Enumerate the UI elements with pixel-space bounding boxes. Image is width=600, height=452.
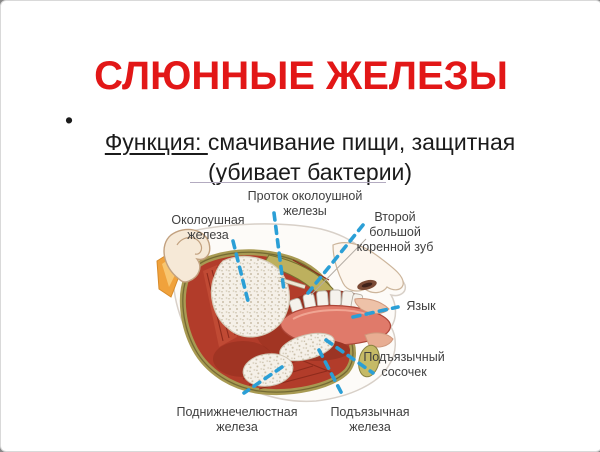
slide-title: СЛЮННЫЕ ЖЕЛЕЗЫ: [94, 53, 508, 98]
leader-molar: [306, 223, 365, 295]
label-parotid: Околоушная железа: [171, 213, 245, 242]
chin-tissue: [358, 344, 380, 378]
leader-submandibular: [242, 365, 284, 395]
leader-tongue: [351, 305, 400, 319]
parotid-gland-shape: [210, 256, 290, 338]
function-term: Функция:: [104, 129, 208, 155]
divider-rule: [190, 182, 386, 183]
leader-papilla: [324, 338, 375, 375]
function-bullet-text: Функция: смачивание пищи, защитная (убива…: [79, 127, 541, 187]
ear-shape: [163, 228, 211, 283]
bullet-marker: •: [65, 107, 74, 133]
label-tongue: Язык: [406, 299, 436, 313]
function-rest: смачивание пищи, защитная: [207, 129, 516, 155]
label-molar: Второй большой коренной зуб: [356, 210, 434, 254]
leader-sublingual: [317, 348, 344, 396]
mouth-anatomy-illustration: [156, 211, 407, 403]
function-line2: (убивает бактерии): [207, 159, 413, 185]
molar-pointer-line: [310, 238, 367, 296]
label-sublingual: Подъязычная железа: [330, 405, 410, 434]
leader-parotid-duct: [272, 211, 286, 293]
label-parotid-duct: Проток околоушной железы: [247, 189, 363, 218]
label-submandibular: Поднижнечелюстная железа: [176, 405, 298, 434]
label-sublingual-papilla: Подъязычный сосочек: [363, 350, 445, 379]
leader-parotid: [231, 239, 250, 303]
submandibular-gland-shape: [242, 353, 294, 387]
